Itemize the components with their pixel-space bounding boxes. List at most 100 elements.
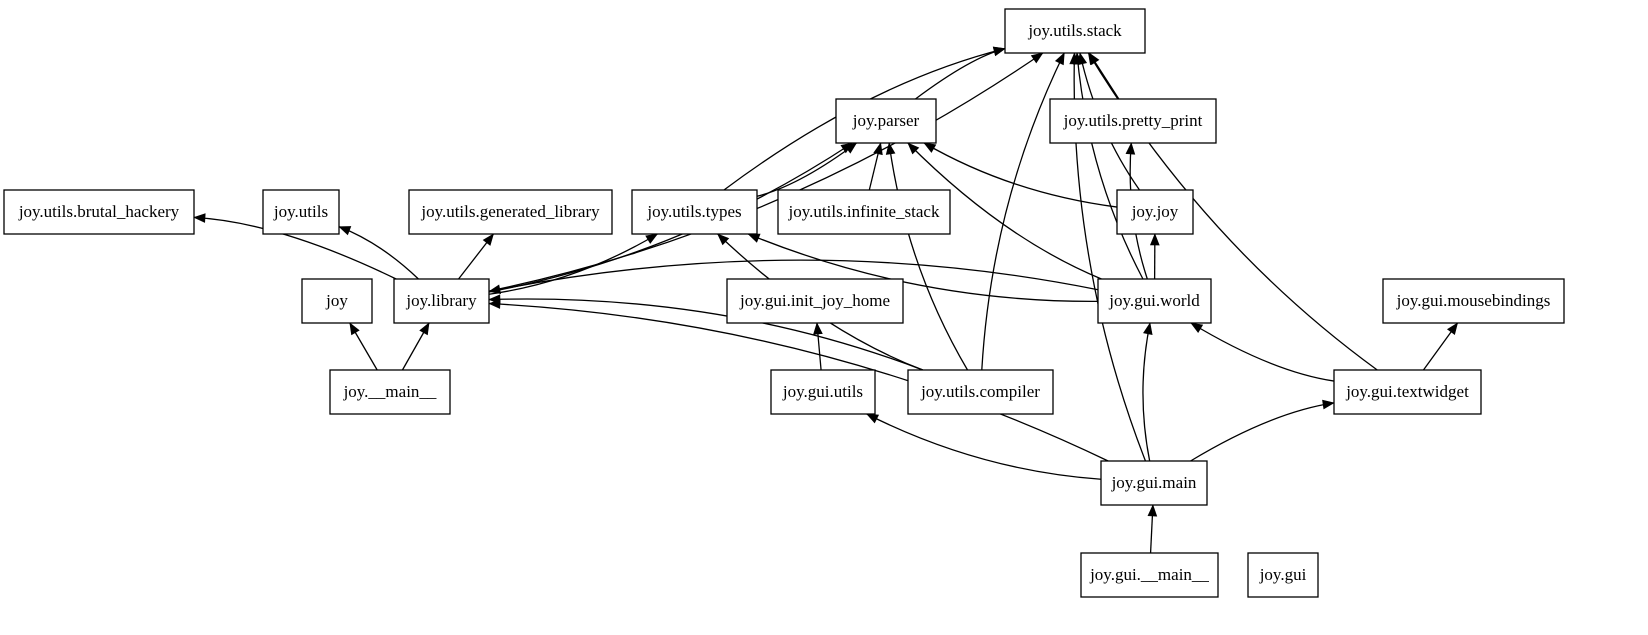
- node-infinite_stack[interactable]: joy.utils.infinite_stack: [777, 189, 951, 235]
- node-box[interactable]: [1100, 460, 1208, 506]
- node-joy_main[interactable]: joy.__main__: [329, 369, 451, 415]
- nodes-layer: joy.utils.stack joy.parser joy.utils.prett…: [3, 8, 1565, 598]
- node-library[interactable]: joy.library: [393, 278, 490, 324]
- arrow-head: [1087, 52, 1099, 66]
- arrow-head: [885, 142, 896, 155]
- arrow-head: [488, 284, 502, 295]
- node-label: joy.utils.stack: [1027, 21, 1122, 40]
- node-label: joy.utils.infinite_stack: [788, 202, 940, 221]
- arrow-head: [1147, 504, 1158, 517]
- node-box[interactable]: [1049, 98, 1217, 144]
- node-gui_utils[interactable]: joy.gui.utils: [770, 369, 876, 415]
- node-box[interactable]: [1097, 278, 1212, 324]
- node-gui_main[interactable]: joy.gui.main: [1100, 460, 1208, 506]
- arrow-head: [866, 413, 880, 424]
- node-label: joy.__main__: [343, 382, 437, 401]
- node-label: joy.library: [405, 291, 477, 310]
- node-box[interactable]: [726, 278, 904, 324]
- node-utils[interactable]: joy.utils: [262, 189, 340, 235]
- node-box[interactable]: [262, 189, 340, 235]
- arrow-head: [349, 322, 360, 336]
- arrow-head: [1069, 52, 1080, 65]
- node-box[interactable]: [631, 189, 758, 235]
- arrow-head: [419, 322, 430, 336]
- node-joy[interactable]: joy: [301, 278, 373, 324]
- node-box[interactable]: [329, 369, 451, 415]
- node-gui_dunder_main[interactable]: joy.gui.__main__: [1080, 552, 1219, 598]
- node-label: joy.joy: [1131, 202, 1179, 221]
- edge-utils_compiler-to-utils_stack: [981, 52, 1065, 371]
- node-label: joy.gui.main: [1111, 473, 1197, 492]
- node-box[interactable]: [1382, 278, 1565, 324]
- node-label: joy: [325, 291, 348, 310]
- edge-gui_world-to-utils_types: [748, 233, 1099, 303]
- edge-utils_compiler-to-parser: [888, 142, 969, 371]
- node-box[interactable]: [1116, 189, 1194, 235]
- arrow-head: [1125, 142, 1136, 155]
- arrow-head: [923, 142, 937, 153]
- node-generated_library[interactable]: joy.utils.generated_library: [408, 189, 613, 235]
- node-gui_world[interactable]: joy.gui.world: [1097, 278, 1212, 324]
- arrow-head: [1149, 233, 1160, 246]
- edge-gui_world-to-library: [488, 259, 1099, 293]
- node-utils_stack[interactable]: joy.utils.stack: [1004, 8, 1146, 54]
- edge-gui_main-to-library: [488, 302, 1109, 462]
- arrow-head: [813, 322, 823, 335]
- node-utils_brutal[interactable]: joy.utils.brutal_hackery: [3, 189, 195, 235]
- node-label: joy.utils.generated_library: [420, 202, 600, 221]
- node-box[interactable]: [777, 189, 951, 235]
- node-gui_textwidget[interactable]: joy.gui.textwidget: [1333, 369, 1482, 415]
- edge-parser-to-utils_stack: [915, 48, 1006, 100]
- node-label: joy.gui.world: [1108, 291, 1200, 310]
- node-gui[interactable]: joy.gui: [1247, 552, 1319, 598]
- arrow-head: [482, 233, 494, 246]
- node-box[interactable]: [1080, 552, 1219, 598]
- arrow-head: [1190, 322, 1204, 333]
- arrow-head: [717, 233, 730, 246]
- node-label: joy.utils: [273, 202, 328, 221]
- arrow-head: [645, 233, 659, 244]
- node-label: joy.gui.utils: [782, 382, 863, 401]
- node-utils_pretty_print[interactable]: joy.utils.pretty_print: [1049, 98, 1217, 144]
- node-box[interactable]: [3, 189, 195, 235]
- node-label: joy.utils.pretty_print: [1063, 111, 1203, 130]
- node-label: joy.gui.mousebindings: [1396, 291, 1551, 310]
- node-box[interactable]: [1247, 552, 1319, 598]
- edge-gui_main-to-gui_textwidget: [1190, 402, 1335, 462]
- node-box[interactable]: [835, 98, 937, 144]
- node-box[interactable]: [1004, 8, 1146, 54]
- node-box[interactable]: [393, 278, 490, 324]
- edge-utils_types-to-parser: [756, 142, 857, 197]
- edge-utils_compiler-to-library: [488, 298, 924, 371]
- node-parser[interactable]: joy.parser: [835, 98, 937, 144]
- node-gui_mousebindings[interactable]: joy.gui.mousebindings: [1382, 278, 1565, 324]
- node-box[interactable]: [770, 369, 876, 415]
- node-utils_compiler[interactable]: joy.utils.compiler: [907, 369, 1054, 415]
- node-utils_types[interactable]: joy.utils.types: [631, 189, 758, 235]
- arrow-head: [992, 46, 1006, 57]
- edge-gui_main-to-gui_utils: [866, 413, 1102, 480]
- edge-gui_world-to-utils_stack: [1076, 52, 1144, 280]
- arrow-head: [747, 233, 761, 243]
- node-label: joy.parser: [852, 111, 920, 130]
- edge-library-to-utils_types: [488, 233, 658, 295]
- node-box[interactable]: [301, 278, 373, 324]
- arrow-head: [1322, 399, 1335, 410]
- node-box[interactable]: [907, 369, 1054, 415]
- node-init_joy_home[interactable]: joy.gui.init_joy_home: [726, 278, 904, 324]
- node-box[interactable]: [408, 189, 613, 235]
- edge-library-to-utils_brutal: [193, 216, 397, 280]
- edge-gui_main-to-gui_world: [1142, 322, 1151, 462]
- node-label: joy.gui.textwidget: [1345, 382, 1469, 401]
- node-label: joy.gui.__main__: [1089, 565, 1209, 584]
- edge-gui_textwidget-to-gui_world: [1190, 322, 1335, 382]
- arrow-head: [193, 213, 206, 223]
- node-box[interactable]: [1333, 369, 1482, 415]
- arrow-head: [844, 142, 858, 154]
- node-label: joy.gui: [1259, 565, 1307, 584]
- node-label: joy.gui.init_joy_home: [739, 291, 890, 310]
- edge-library-to-utils_stack: [488, 52, 1044, 292]
- node-joy_joy[interactable]: joy.joy: [1116, 189, 1194, 235]
- node-label: joy.utils.brutal_hackery: [18, 202, 180, 221]
